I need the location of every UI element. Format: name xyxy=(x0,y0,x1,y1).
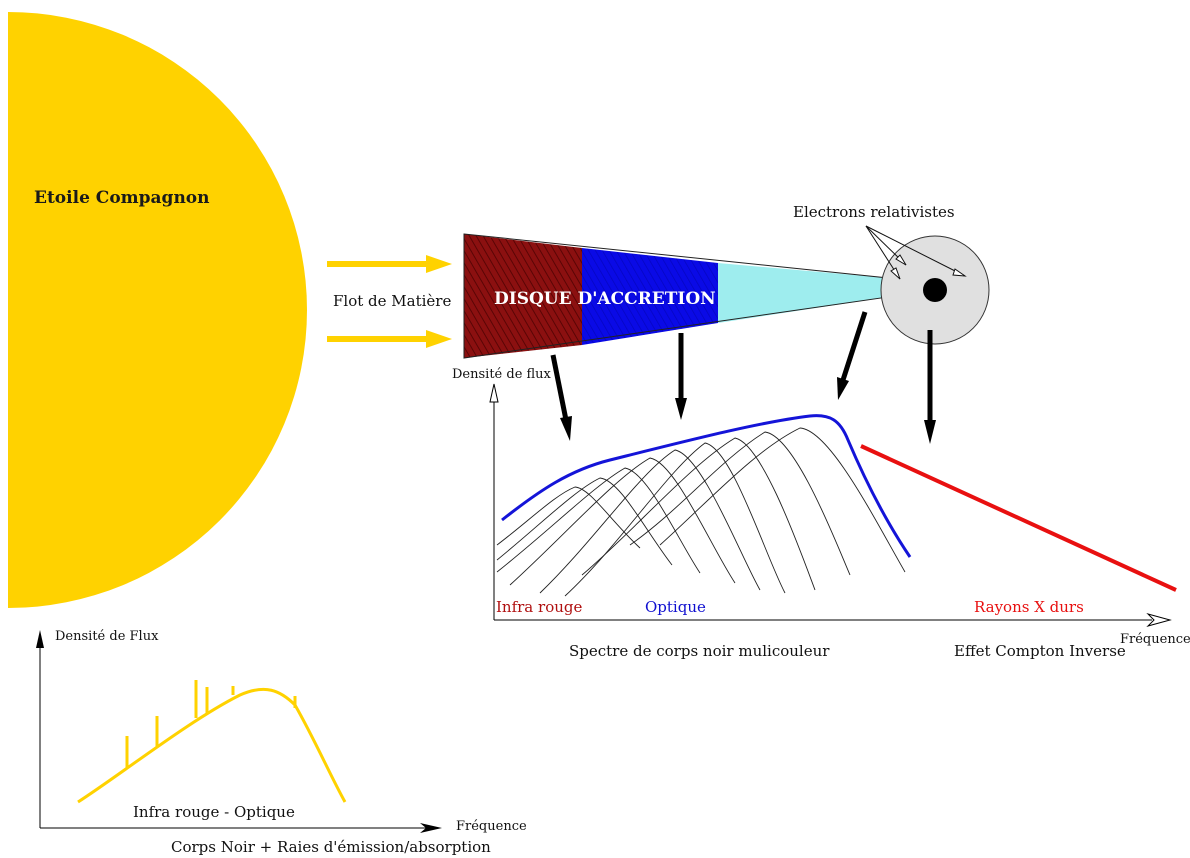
small-inner-label: Infra rouge - Optique xyxy=(133,803,295,821)
disk-envelope-curve xyxy=(501,414,912,558)
accretion-disk xyxy=(463,233,889,359)
star-spectrum-plot: Densité de Flux Fréquence Infra rouge - … xyxy=(36,629,527,856)
caption-compton: Effet Compton Inverse xyxy=(954,642,1126,660)
small-x-arrowhead xyxy=(420,823,442,833)
disk-segment-blue xyxy=(582,248,718,345)
small-caption: Corps Noir + Raies d'émission/absorption xyxy=(171,838,491,856)
star-label: Etoile Compagnon xyxy=(34,188,210,208)
matter-flow-arrows xyxy=(327,255,452,348)
disk-segment-red xyxy=(464,234,582,358)
small-x-label: Fréquence xyxy=(456,819,527,834)
main-spectrum-plot: Densité de flux Fréquence Infra rouge Op… xyxy=(452,367,1190,660)
band-infrared-label: Infra rouge xyxy=(496,598,582,616)
electrons-label: Electrons relativistes xyxy=(793,203,955,221)
main-x-arrowhead xyxy=(1146,613,1172,627)
disk-segment-cyan xyxy=(718,263,888,323)
star-spectrum-curve xyxy=(77,680,347,804)
electron-pointers xyxy=(865,225,967,280)
small-y-label: Densité de Flux xyxy=(55,629,159,644)
main-x-label: Fréquence xyxy=(1120,632,1190,647)
disk-label: DISQUE D'ACCRETION xyxy=(494,289,716,309)
matter-flow-label: Flot de Matière xyxy=(333,292,451,310)
main-y-arrowhead xyxy=(489,383,499,403)
emission-arrows xyxy=(550,311,936,444)
band-optical-label: Optique xyxy=(645,598,706,616)
small-y-arrowhead xyxy=(36,630,44,648)
blackbody-curves xyxy=(496,427,906,597)
compact-object xyxy=(923,278,947,302)
caption-multicolor: Spectre de corps noir mulicouleur xyxy=(569,642,830,660)
main-y-label: Densité de flux xyxy=(452,367,552,382)
band-xray-label: Rayons X durs xyxy=(974,598,1084,616)
compton-power-law xyxy=(860,444,1177,592)
companion-star xyxy=(8,12,307,608)
